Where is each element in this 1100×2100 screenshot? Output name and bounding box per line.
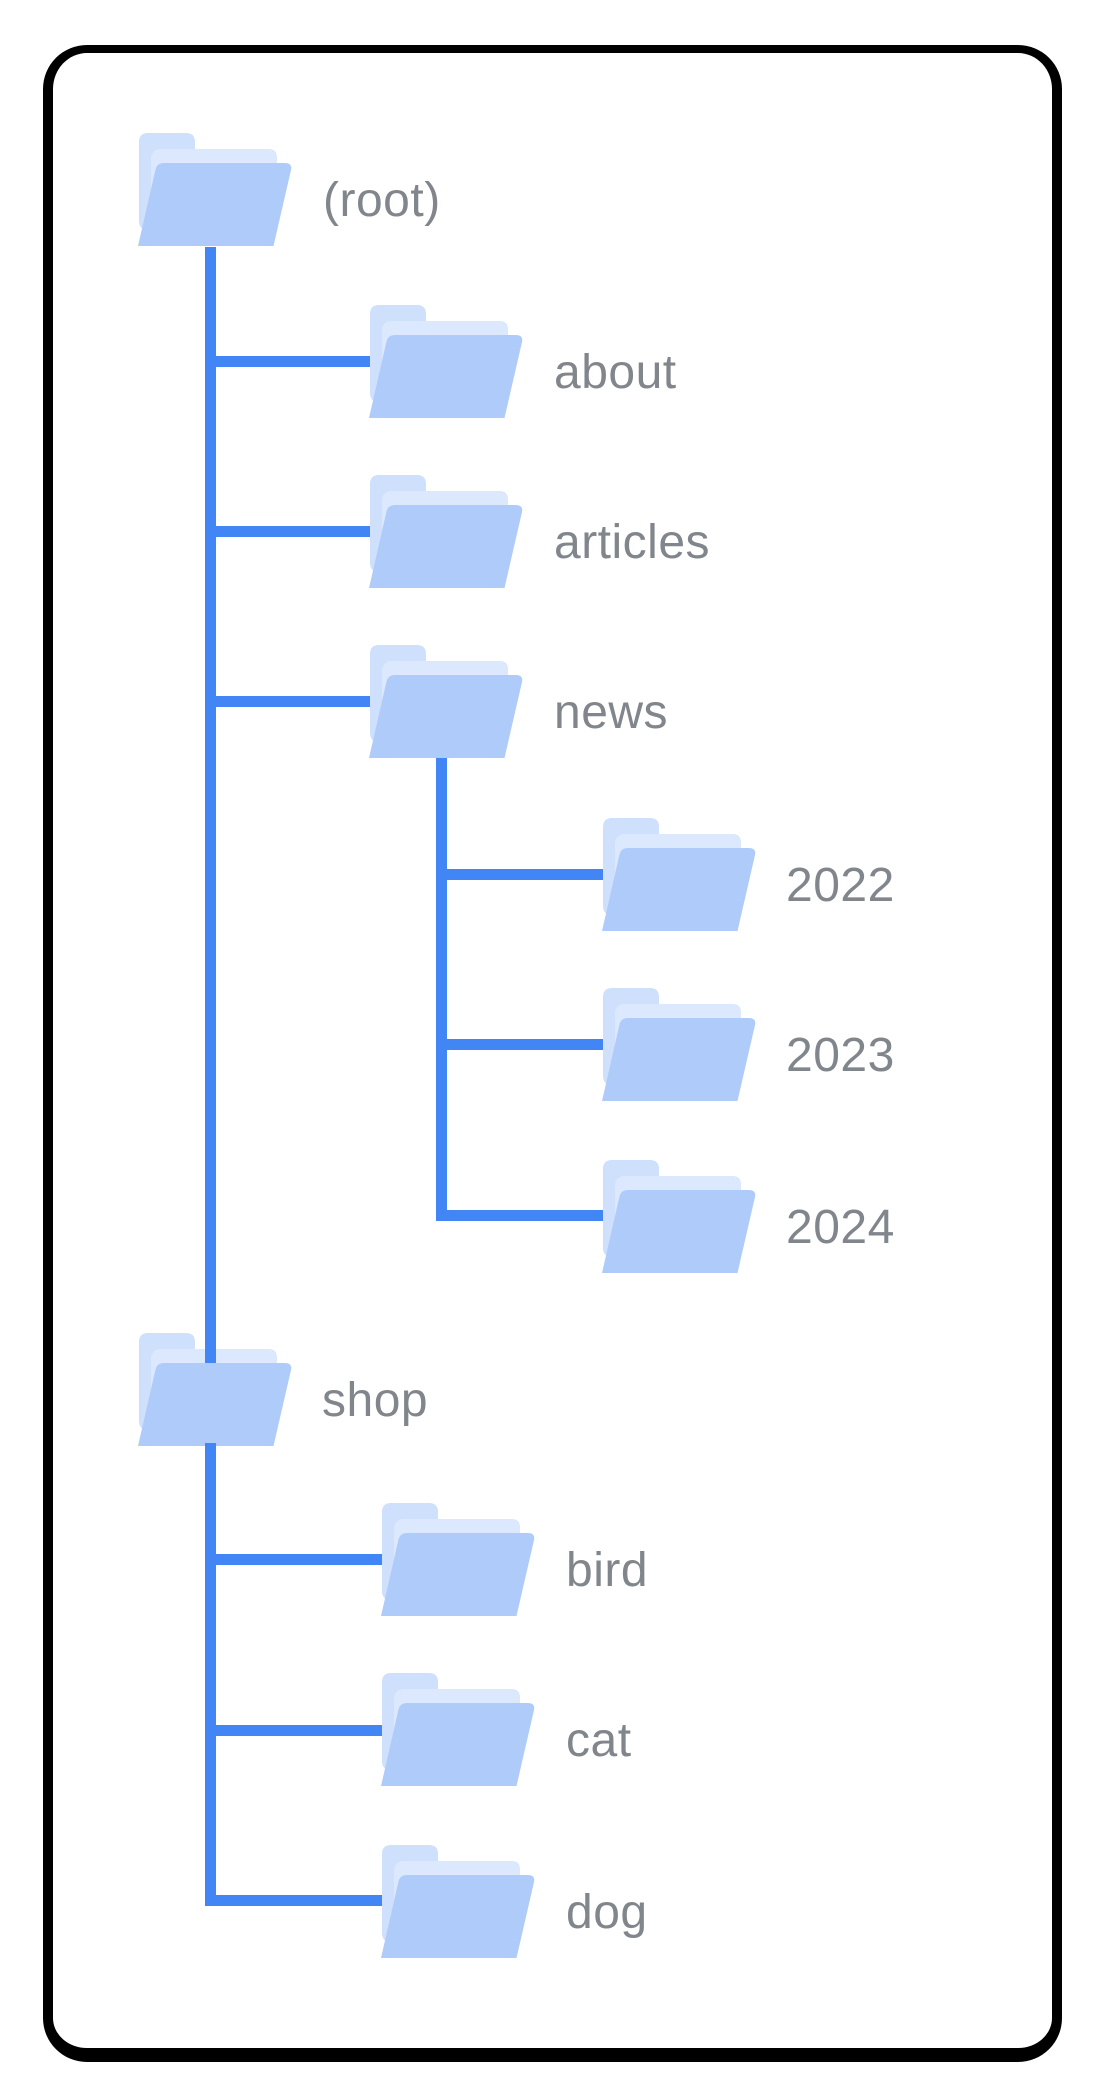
diagram-card: [43, 45, 1062, 2062]
connector-line-branch-2024: [436, 1210, 603, 1221]
folder-icon-2023: [601, 988, 757, 1106]
folder-icon-dog: [380, 1845, 536, 1963]
node-label-about: about: [554, 346, 677, 399]
folder-icon-news: [368, 645, 524, 763]
node-label-dog: dog: [566, 1886, 648, 1939]
connector-line-branch-dog: [205, 1895, 382, 1906]
folder-icon-2022: [601, 818, 757, 936]
connector-line-trunk-news: [436, 758, 447, 1221]
folder-icon-about: [368, 305, 524, 423]
folder-icon-2024: [601, 1160, 757, 1278]
folder-icon-articles: [368, 475, 524, 593]
folder-icon-shop: [137, 1333, 293, 1451]
connector-line-branch-bird: [205, 1554, 382, 1565]
connector-line-branch-about: [205, 356, 370, 367]
connector-line-branch-articles: [205, 526, 370, 537]
node-label-2024: 2024: [786, 1201, 895, 1254]
connector-line-branch-news: [205, 696, 370, 707]
node-label-root: (root): [323, 174, 441, 227]
connector-line-branch-cat: [205, 1725, 382, 1736]
folder-icon-cat: [380, 1673, 536, 1791]
node-label-bird: bird: [566, 1544, 649, 1597]
node-label-2022: 2022: [786, 859, 895, 912]
node-label-articles: articles: [554, 516, 711, 569]
node-label-news: news: [554, 686, 669, 739]
folder-icon-bird: [380, 1503, 536, 1621]
connector-line-trunk-root-upper: [205, 247, 216, 1363]
node-label-cat: cat: [566, 1714, 632, 1767]
connector-line-branch-2023: [436, 1039, 603, 1050]
node-label-shop: shop: [322, 1374, 429, 1427]
folder-icon-root: [137, 133, 293, 251]
connector-line-branch-2022: [436, 869, 603, 880]
connector-line-trunk-root-lower: [205, 1443, 216, 1906]
node-label-2023: 2023: [786, 1029, 895, 1082]
